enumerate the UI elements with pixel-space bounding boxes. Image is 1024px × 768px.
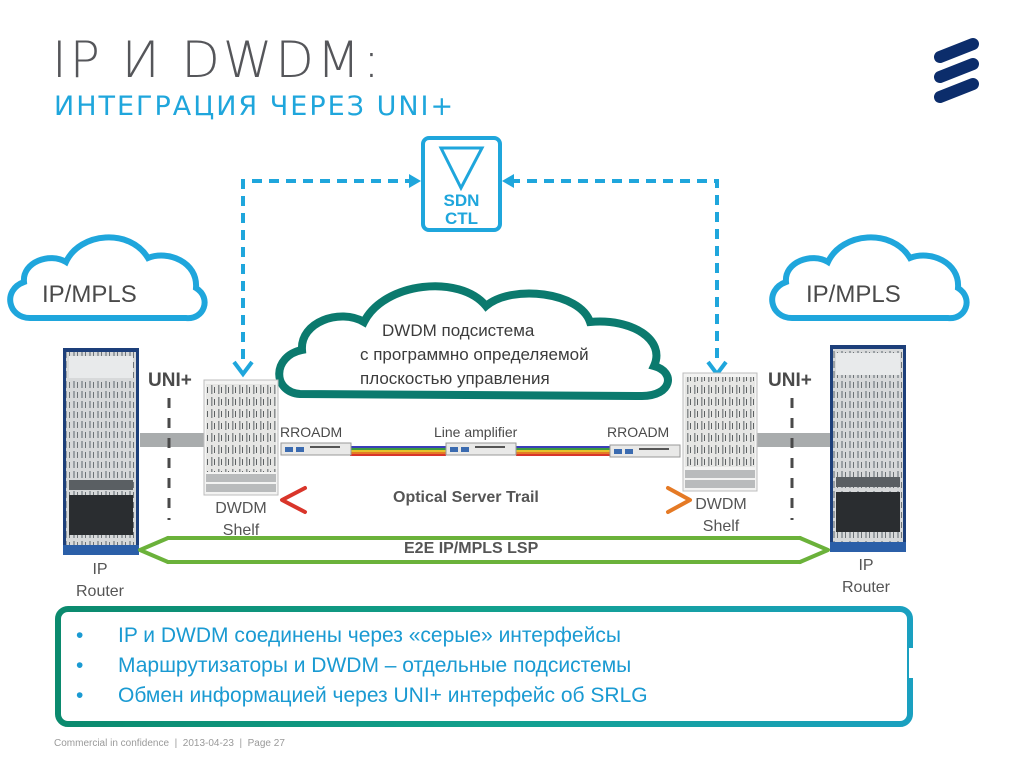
uni-label-left: UNI+: [148, 370, 192, 391]
right-roadm-unit: [609, 444, 681, 458]
left-ip-router: [63, 348, 139, 555]
right-router-line2: Router: [841, 579, 891, 596]
sdn-controller: [421, 136, 502, 232]
bullet-item: • Маршрутизаторы и DWDM – отдельные подси…: [76, 651, 648, 681]
left-dwdm-shelf: [203, 379, 279, 496]
roadm-label-left: RROADM: [280, 424, 343, 440]
left-router-line1: IP: [92, 561, 108, 578]
right-shelf-line2: Shelf: [702, 518, 740, 535]
sdn-controller-label: SDN CTL: [425, 192, 498, 228]
left-control-link: [241, 179, 415, 360]
optical-server-trail-label: Optical Server Trail: [393, 489, 539, 506]
right-router-line1: IP: [858, 557, 874, 574]
bullet-text: Обмен информацией через UNI+ интерфейс о…: [118, 684, 648, 707]
left-cloud: [7, 234, 208, 322]
right-router-label: IP Router: [826, 555, 906, 599]
sdn-label: SDN: [443, 191, 480, 210]
right-control-link: [510, 179, 719, 360]
sdn-control-links: [241, 179, 719, 360]
right-cloud-label: IP/MPLS: [806, 281, 901, 308]
optical-server-trail-arrow: [280, 486, 692, 514]
bullet-marker: •: [76, 624, 84, 647]
left-shelf-label: DWDM Shelf: [200, 498, 282, 542]
dwdm-cloud-line2: с программно определяемой: [360, 345, 589, 364]
grey-interface-left: [140, 433, 210, 447]
arrow-right-icon: [409, 174, 421, 188]
slide-subtitle: ИНТЕГРАЦИЯ ЧЕРЕЗ UNI+: [54, 91, 456, 122]
dwdm-cloud-line3: плоскостью управления: [360, 369, 550, 388]
bullet-item: • IP и DWDM соединены через «серые» интер…: [76, 621, 648, 651]
slide-footer: Commercial in confidence | 2013-04-23 | …: [54, 738, 285, 749]
right-shelf-label: DWDM Shelf: [680, 494, 762, 538]
uni-label-right: UNI+: [768, 370, 812, 391]
left-router-label: IP Router: [60, 559, 140, 603]
bullet-text: Маршрутизаторы и DWDM – отдельные подсис…: [118, 654, 632, 677]
amplifier-unit: [445, 442, 517, 456]
left-router-line2: Router: [75, 583, 125, 600]
ericsson-logo: [934, 38, 979, 103]
right-shelf-line1: DWDM: [695, 496, 747, 513]
bullet-marker: •: [76, 654, 84, 677]
left-shelf-line1: DWDM: [215, 500, 267, 517]
ctl-label: CTL: [444, 209, 479, 228]
arrow-down-icon: [232, 360, 254, 378]
dwdm-cloud: [275, 282, 672, 401]
e2e-lsp-label: E2E IP/MPLS LSP: [404, 540, 539, 557]
left-shelf-line2: Shelf: [222, 522, 260, 539]
right-ip-router: [830, 345, 906, 552]
bullet-box-frame: [55, 606, 917, 727]
triangle-down-icon: [438, 146, 485, 192]
bullet-item: • Обмен информацией через UNI+ интерфейс …: [76, 681, 648, 711]
dwdm-cloud-line1: DWDM подсистема: [382, 321, 535, 340]
fiber-line: [350, 446, 612, 456]
slide-title: IP И DWDM:: [52, 31, 383, 89]
arrow-down-icon: [706, 360, 728, 378]
amplifier-label: Line amplifier: [434, 424, 518, 440]
arrow-left-icon: [502, 174, 514, 188]
e2e-lsp-arrow: [138, 536, 830, 564]
right-dwdm-shelf: [682, 372, 758, 492]
bullet-list: • IP и DWDM соединены через «серые» интер…: [76, 621, 648, 711]
bullet-marker: •: [76, 684, 84, 707]
right-cloud: [769, 234, 970, 322]
left-roadm-unit: [280, 442, 352, 456]
bullet-text: IP и DWDM соединены через «серые» интерф…: [118, 624, 621, 647]
bullet-list-box: • IP и DWDM соединены через «серые» интер…: [56, 607, 912, 725]
left-cloud-label: IP/MPLS: [42, 281, 137, 308]
roadm-label-right: RROADM: [607, 424, 670, 440]
